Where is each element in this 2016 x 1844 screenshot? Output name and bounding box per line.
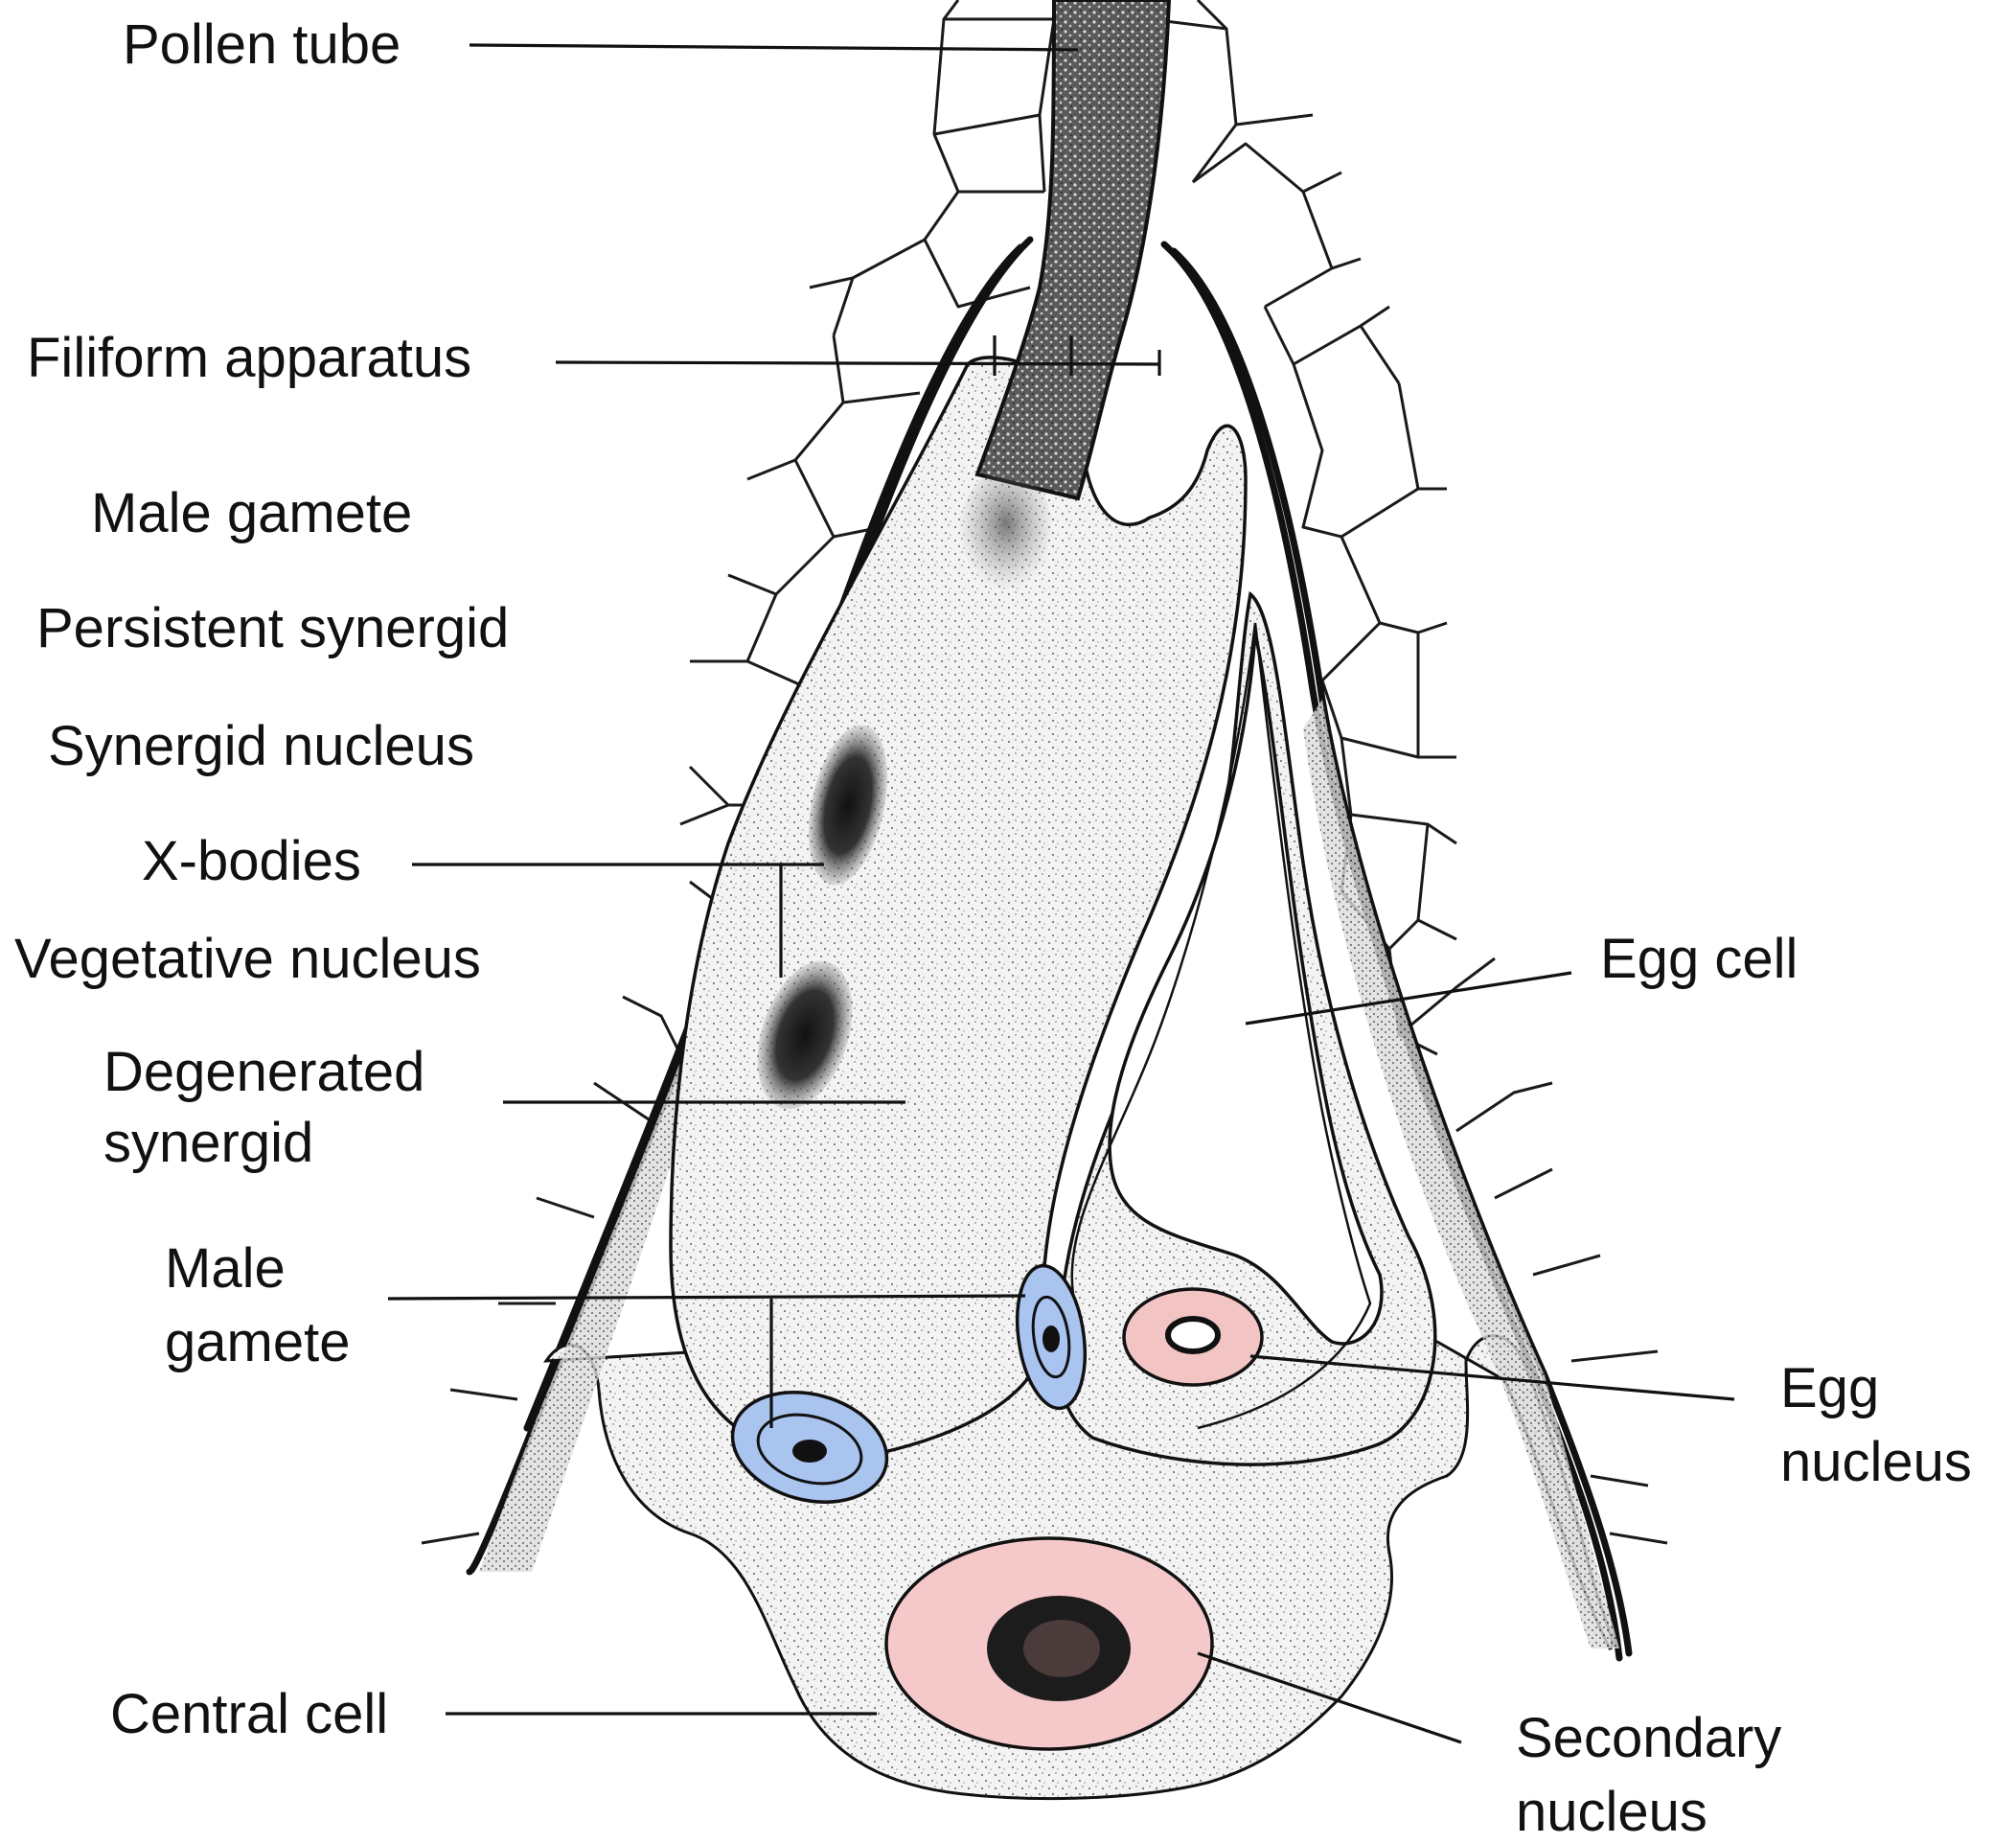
label-secondary-nucleus-line2: nucleus xyxy=(1516,1781,1707,1843)
label-x-bodies: X-bodies xyxy=(142,830,361,892)
label-synergid-nucleus: Synergid nucleus xyxy=(48,715,474,777)
secondary-nucleus xyxy=(886,1538,1212,1749)
label-persistent-synergid: Persistent synergid xyxy=(36,597,509,659)
pollen-tube xyxy=(977,0,1169,498)
label-central-cell: Central cell xyxy=(110,1683,388,1745)
label-degenerated-synergid-line2: synergid xyxy=(103,1112,313,1174)
label-pollen-tube: Pollen tube xyxy=(123,13,401,76)
label-filiform-apparatus: Filiform apparatus xyxy=(27,327,471,389)
label-male-gamete-line2: gamete xyxy=(165,1311,350,1373)
egg-nucleus xyxy=(1124,1289,1262,1385)
label-egg-nucleus-line1: Egg xyxy=(1780,1357,1879,1419)
label-egg-nucleus-line2: nucleus xyxy=(1780,1431,1972,1493)
label-degenerated-synergid-line1: Degenerated xyxy=(103,1041,424,1103)
label-secondary-nucleus-line1: Secondary xyxy=(1516,1707,1781,1769)
label-male-gamete-line1: Male xyxy=(165,1237,286,1300)
label-vegetative-nucleus: Vegetative nucleus xyxy=(14,928,481,990)
pollen-tube-discharge xyxy=(958,470,1054,604)
label-male-gamete-top: Male gamete xyxy=(91,482,412,544)
label-egg-cell: Egg cell xyxy=(1600,928,1798,990)
